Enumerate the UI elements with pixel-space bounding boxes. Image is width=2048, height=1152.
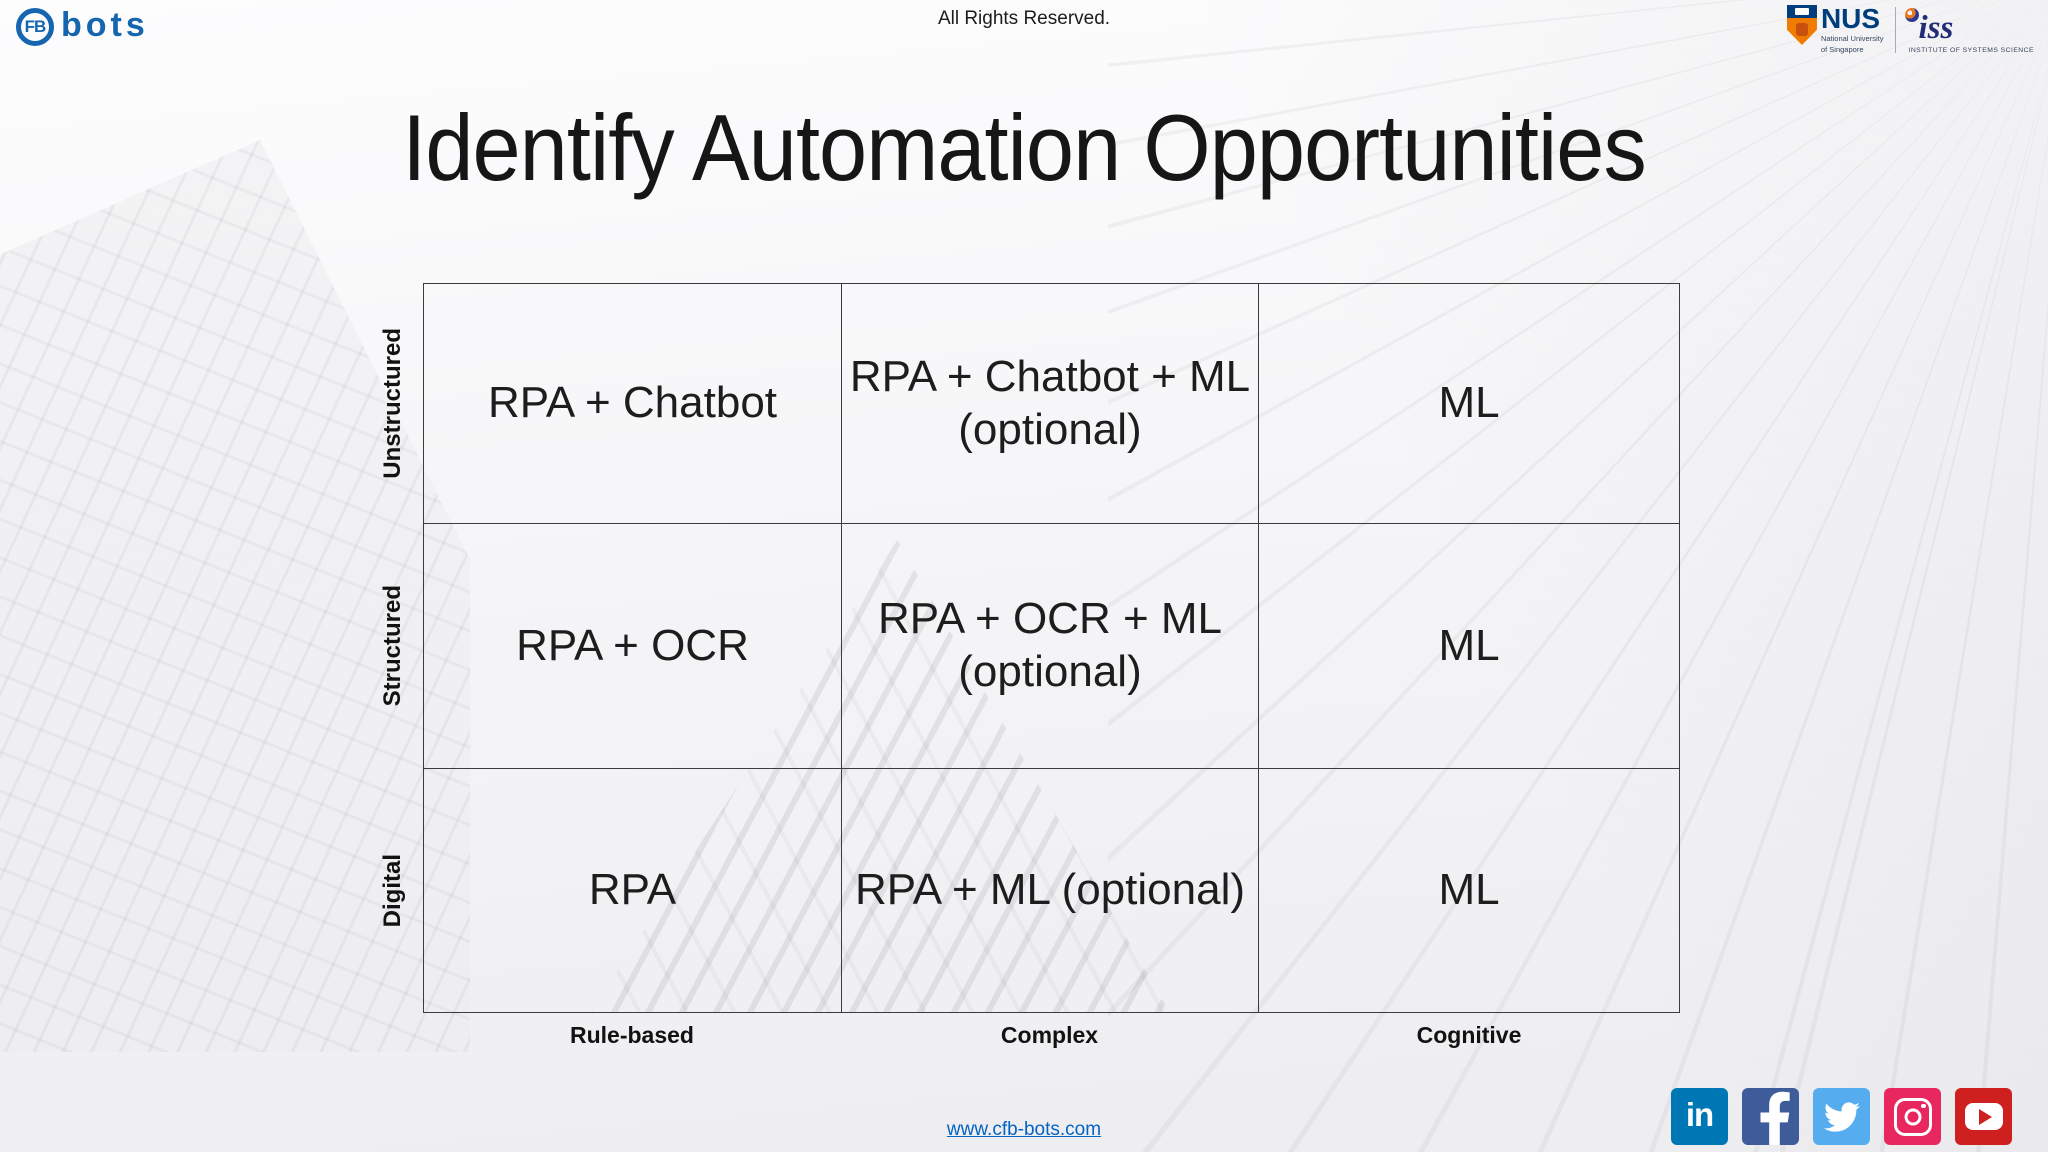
matrix-cell-digital-complex: RPA + ML (optional): [842, 769, 1259, 1012]
row-label-structured: Structured: [379, 584, 406, 707]
logo-divider: [1895, 6, 1897, 53]
matrix-cell-digital-cognitive: ML: [1438, 865, 1500, 915]
row-label-unstructured: Unstructured: [379, 327, 406, 479]
iss-subtitle: INSTITUTE OF SYSTEMS SCIENCE: [1908, 46, 2034, 54]
matrix-row-labels: Unstructured Structured Digital: [370, 283, 416, 1013]
social-icons: in: [1671, 1088, 2012, 1145]
partner-logos: NUS National University of Singapore iss…: [1786, 3, 2034, 54]
col-label-rule-based: Rule-based: [570, 1022, 694, 1048]
cfb-bots-logo-icon: FB: [16, 8, 54, 46]
facebook-icon[interactable]: [1742, 1088, 1799, 1145]
brand-mark-letters: FB: [24, 17, 47, 36]
matrix-column-labels: Rule-based Complex Cognitive: [423, 1022, 1680, 1049]
copyright-text: All Rights Reserved.: [937, 8, 1111, 29]
matrix-cell-unstructured-rulebased: RPA + Chatbot: [424, 284, 842, 524]
nus-shield-icon: [1786, 5, 1817, 45]
nus-logo: NUS National University of Singapore: [1786, 3, 1884, 54]
website-link-container: www.cfb-bots.com: [0, 1119, 2048, 1141]
instagram-icon[interactable]: [1884, 1088, 1941, 1145]
iss-acronym: iss: [1918, 9, 1954, 46]
website-link[interactable]: www.cfb-bots.com: [946, 1119, 1102, 1140]
matrix-cell-structured-cognitive: ML: [1259, 524, 1679, 769]
col-label-complex: Complex: [1000, 1022, 1099, 1048]
matrix-cell-unstructured-complex: RPA + Chatbot + ML (optional): [842, 284, 1259, 524]
nus-name-line1: National University: [1820, 34, 1884, 43]
iss-globe-icon: [1905, 7, 1920, 22]
matrix-cell-digital-rulebased: RPA: [424, 769, 842, 1012]
youtube-icon[interactable]: [1955, 1088, 2012, 1145]
brand-text: bots: [61, 6, 149, 44]
cfb-bots-logo: FB bots: [16, 8, 149, 46]
nus-name-line2: of Singapore: [1820, 44, 1864, 54]
matrix-cell-unstructured-cognitive: ML: [1259, 284, 1679, 524]
col-label-cognitive: Cognitive: [1416, 1022, 1522, 1048]
matrix-cell-structured-rulebased: RPA + OCR: [424, 524, 842, 769]
row-label-digital: Digital: [379, 853, 406, 928]
twitter-icon[interactable]: [1813, 1088, 1870, 1145]
matrix-cell-structured-complex: RPA + OCR + ML (optional): [842, 524, 1259, 769]
page-title: Identify Automation Opportunities: [402, 95, 1647, 200]
automation-matrix-table: RPA + Chatbot RPA + Chatbot + ML (option…: [423, 283, 1680, 1013]
nus-acronym: NUS: [1820, 3, 1881, 34]
iss-logo: iss INSTITUTE OF SYSTEMS SCIENCE: [1905, 6, 2034, 54]
linkedin-icon[interactable]: in: [1671, 1088, 1728, 1145]
